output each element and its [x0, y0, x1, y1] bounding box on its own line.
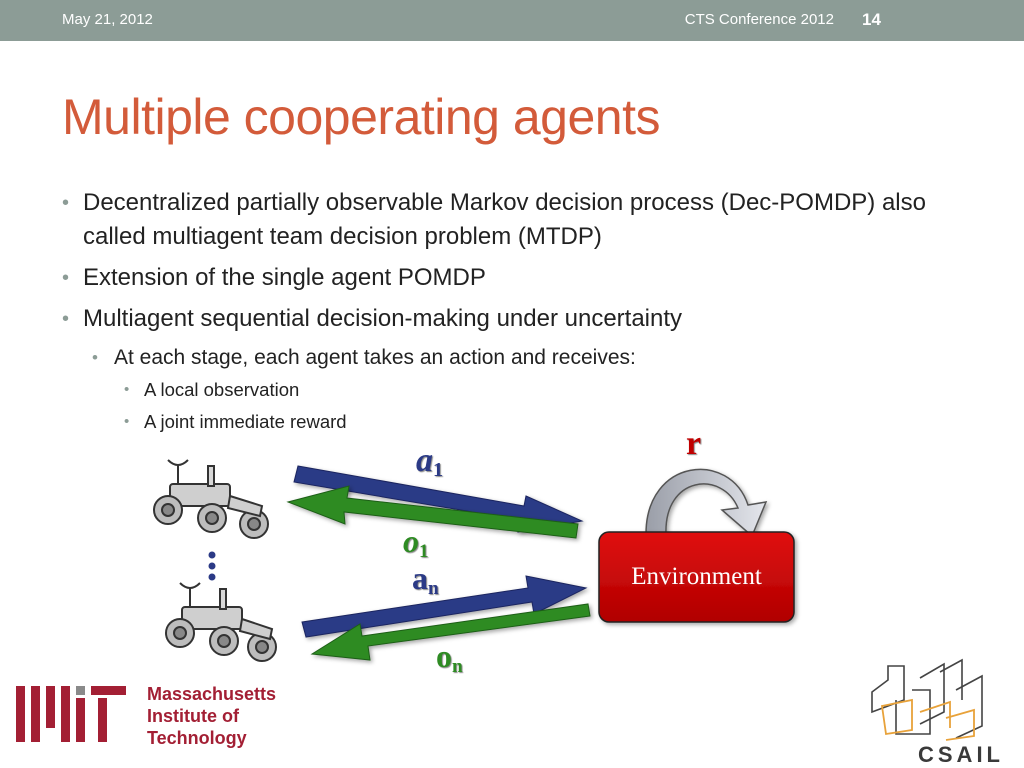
header-bar: May 21, 2012 CTS Conference 2012 14 — [0, 0, 1024, 41]
bullet-item: • Decentralized partially observable Mark… — [62, 186, 942, 254]
observation-n-subscript: n — [452, 656, 463, 677]
mit-wordmark: Massachusetts Institute of Technology — [147, 683, 276, 749]
bullet-list: • Decentralized partially observable Mark… — [62, 186, 942, 440]
mit-wordmark-line-1: Massachusetts — [147, 684, 277, 704]
action-1-symbol: a — [416, 442, 433, 479]
reward-label: r — [686, 425, 702, 462]
conference-name: CTS Conference 2012 — [684, 11, 834, 28]
observation-1-symbol: o — [403, 523, 419, 559]
reward-loop-arrow — [645, 468, 768, 538]
observation-n-label: on — [436, 638, 463, 678]
mit-logo-gray-block — [76, 686, 85, 695]
bullet-text: A joint immediate reward — [144, 411, 347, 432]
bullet-text: Decentralized partially observable Marko… — [83, 189, 926, 250]
sub-sub-bullet-item: • A local observation — [62, 376, 942, 403]
observation-n-symbol: o — [436, 638, 452, 674]
csail-wordmark: CSAIL — [918, 742, 1004, 767]
sub-sub-bullet-item: • A joint immediate reward — [62, 408, 942, 435]
slide-date: May 21, 2012 — [62, 11, 153, 28]
bullet-item: • Extension of the single agent POMDP — [62, 261, 942, 295]
action-1-label: a1 — [416, 442, 443, 482]
bullet-text: At each stage, each agent takes an actio… — [114, 346, 636, 369]
robot-agent-n-icon — [165, 582, 277, 662]
mit-wordmark-line-2: Institute of — [147, 706, 239, 726]
environment-label: Environment — [631, 563, 762, 590]
bullet-text: Extension of the single agent POMDP — [83, 264, 486, 291]
robot-agent-1-icon — [153, 459, 269, 539]
csail-logo-icon — [871, 658, 983, 739]
bullet-marker-icon: • — [62, 308, 70, 330]
slide-number: 14 — [862, 10, 881, 29]
bullet-marker-icon: • — [92, 348, 98, 367]
observation-arrow-1 — [286, 485, 579, 539]
bullet-marker-icon: • — [124, 413, 130, 430]
action-1-subscript: 1 — [433, 459, 444, 481]
bullet-text: A local observation — [144, 379, 300, 400]
sub-bullet-item: • At each stage, each agent takes an acti… — [62, 343, 942, 373]
slide-title: Multiple cooperating agents — [62, 89, 661, 145]
bullet-marker-icon: • — [62, 192, 70, 214]
observation-1-label: o1 — [403, 523, 429, 563]
mit-logo-icon — [16, 686, 126, 742]
action-n-symbol: a — [412, 560, 428, 596]
bullet-marker-icon: • — [124, 381, 130, 398]
action-n-label: an — [412, 560, 439, 600]
ellipsis-icon — [208, 551, 216, 581]
observation-1-subscript: 1 — [419, 541, 429, 562]
mit-wordmark-line-3: Technology — [147, 728, 247, 748]
action-n-subscript: n — [428, 578, 439, 599]
bullet-marker-icon: • — [62, 267, 70, 289]
bullet-item: • Multiagent sequential decision-making u… — [62, 302, 942, 336]
csail-logo-accent-icon — [880, 698, 975, 741]
action-arrow-n — [301, 575, 588, 638]
bullet-text: Multiagent sequential decision-making un… — [83, 305, 683, 332]
